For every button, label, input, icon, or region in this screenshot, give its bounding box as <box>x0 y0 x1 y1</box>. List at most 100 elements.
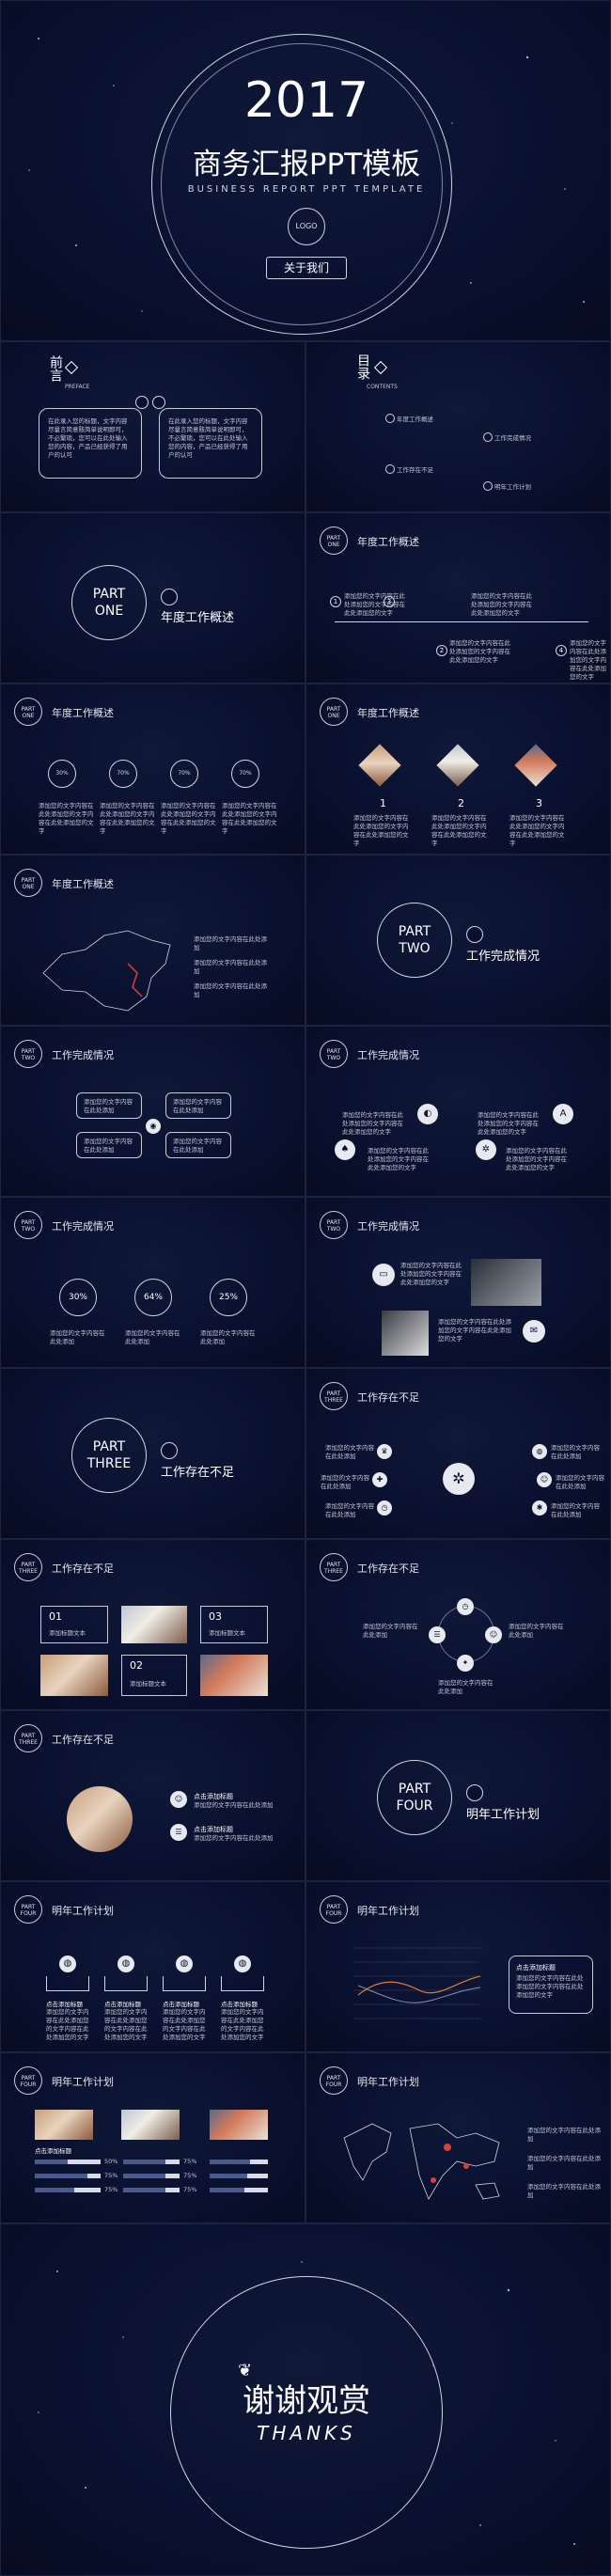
part-one-circle <box>71 565 147 640</box>
part-four-node <box>466 1784 483 1801</box>
thanks-ring <box>170 2276 443 2549</box>
part-four-slide[interactable]: PART FOUR 明年工作计划 <box>306 1710 611 1881</box>
part-three-title: 工作存在不足 <box>161 1466 235 1480</box>
bars-photo-1 <box>35 2110 93 2140</box>
thanks-slide[interactable]: ❦ 谢谢观赏 THANKS <box>0 2223 611 2576</box>
icon-text-4: 添加您的文字内容在此处添加您的文字内容在此处添加您的文字 <box>506 1147 567 1171</box>
chart-note-box <box>509 1956 593 2014</box>
bar-row-3 <box>35 2188 101 2192</box>
part-two-node <box>466 926 483 943</box>
bar-pct-4: 75% <box>183 2158 197 2165</box>
cycle-icon-bottom: ✦ <box>457 1655 474 1672</box>
cover-inner-ring <box>161 43 443 325</box>
bar-fill-3 <box>35 2188 74 2192</box>
collage-circle-photo <box>67 1786 133 1852</box>
timeline-text-4: 添加您的文字内容在此处添加您的文字内容在此处添加您的文字 <box>570 639 606 681</box>
bar-row-1 <box>35 2160 101 2164</box>
preface-slide[interactable]: 前言 PREFACE 在此录入您的标题，文字内容尽量言简意赅简单说明即可，不必繁… <box>0 341 306 512</box>
part-two-circle <box>377 903 452 978</box>
timeline-node-1: 1 <box>330 596 341 607</box>
bird-icon: ❦ <box>238 2361 253 2380</box>
bar-row-9 <box>210 2188 268 2192</box>
line-chart <box>353 1947 481 2019</box>
part-three-slide[interactable]: PART THREE 工作存在不足 <box>0 1368 306 1539</box>
part-four-label-a: PART <box>398 1782 431 1797</box>
completion-text-2: 添加您的文字内容在此处添加 <box>173 1098 222 1114</box>
part-three-label-b: THREE <box>86 1456 132 1471</box>
completion-box-3 <box>76 1132 142 1158</box>
part-one-slide[interactable]: PART ONE 年度工作概述 <box>0 512 306 683</box>
preface-card-right <box>159 408 262 479</box>
hub-text-6: 添加您的文字内容在此处添加 <box>551 1502 600 1518</box>
globe-text-1: 添加您的文字内容在此处添加您的文字内容在此处添加您的文字 <box>46 2008 89 2041</box>
percent-text-4: 添加您的文字内容在此处添加您的文字内容在此处添加您的文字 <box>222 802 277 835</box>
part-four-circle <box>377 1760 452 1835</box>
document-icon: ▭ <box>372 1264 395 1286</box>
slide-title: 年度工作概述 <box>52 878 114 890</box>
toc-item-4[interactable]: 明年工作计划 <box>494 483 531 491</box>
about-button[interactable]: 关于我们 <box>266 257 347 279</box>
percent-ring-1: 30% <box>48 760 76 788</box>
toc-item-1[interactable]: 年度工作概述 <box>397 416 433 423</box>
icon-text-2: 添加您的文字内容在此处添加您的文字内容在此处添加您的文字 <box>368 1147 429 1171</box>
preface-node-2 <box>152 396 165 409</box>
user-icon: ☺ <box>537 1472 552 1487</box>
toc-node-1 <box>385 414 395 423</box>
gear-icon: ✲ <box>476 1139 496 1160</box>
toc-item-2[interactable]: 工作完成情况 <box>494 434 531 442</box>
toc-item-3[interactable]: 工作存在不足 <box>397 466 433 474</box>
font-icon: A <box>553 1104 573 1124</box>
map-text-3: 添加您的文字内容在此处添加 <box>194 982 267 998</box>
part-two-slide[interactable]: PART TWO 工作完成情况 <box>306 855 611 1026</box>
globe-caption-3: 点击添加标题 <box>163 2001 199 2008</box>
gauge-2: 64% <box>134 1279 172 1316</box>
cover-slide[interactable]: 2017 商务汇报PPT模板 BUSINESS REPORT PPT TEMPL… <box>0 0 611 341</box>
percent-ring-4: 70% <box>231 760 259 788</box>
slide-title: 明年工作计划 <box>357 2076 419 2088</box>
globe-tray-2 <box>104 1976 148 1991</box>
numbered-box-1: 01 添加标题文本 <box>40 1606 108 1643</box>
bar-row-2 <box>35 2174 101 2178</box>
part-one-label-a: PART <box>92 587 126 602</box>
toc-node-2 <box>483 432 493 442</box>
icon-text-1: 添加您的文字内容在此处添加您的文字内容在此处添加您的文字 <box>342 1111 403 1136</box>
globe-caption-2: 点击添加标题 <box>104 2001 141 2008</box>
bar-fill-7 <box>210 2160 251 2164</box>
slide-title: 工作存在不足 <box>357 1391 419 1404</box>
toc-slide[interactable]: 目录 CONTENTS 年度工作概述 工作完成情况 工作存在不足 明年工作计划 <box>306 341 611 512</box>
collage-caption-1: 点击添加标题 <box>194 1793 233 1800</box>
slide-title: 年度工作概述 <box>357 536 419 548</box>
toc-node-3 <box>385 464 395 474</box>
slide-title: 工作完成情况 <box>52 1049 114 1061</box>
bar-fill-8 <box>210 2174 248 2178</box>
desk-photo <box>382 1311 429 1356</box>
cycle-icon-top: ◷ <box>457 1598 474 1615</box>
globe-icon: ◍ <box>532 1444 547 1459</box>
bar-pct-2: 75% <box>104 2172 118 2179</box>
toc-title-en: CONTENTS <box>367 384 398 390</box>
part-two-title: 工作完成情况 <box>466 950 540 964</box>
